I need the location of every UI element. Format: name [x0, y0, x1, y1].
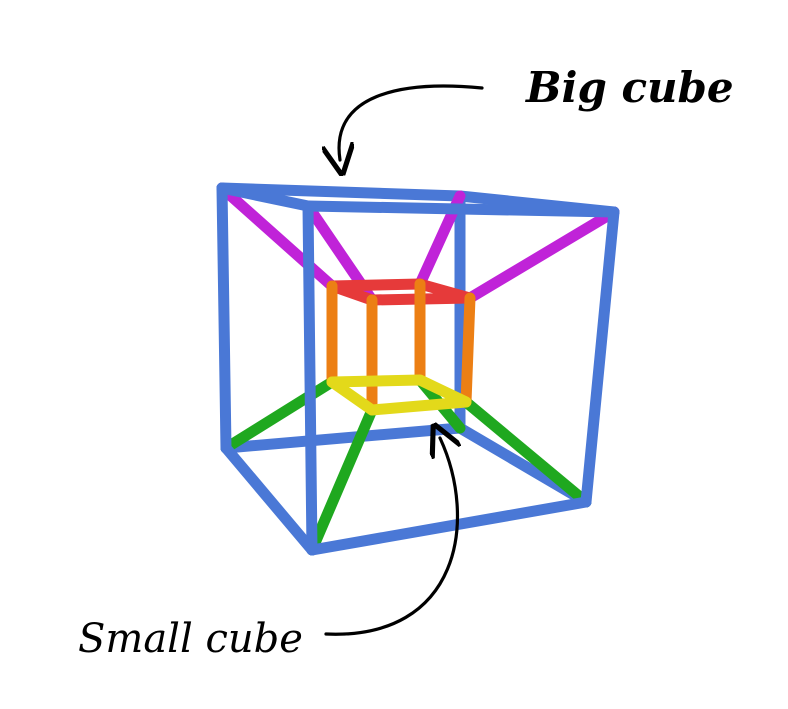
- outer-front-top-edge: [302, 200, 620, 218]
- outer-cube-front-edges: [216, 182, 620, 556]
- outer-cube-back-edges: [216, 182, 620, 508]
- outer-front-left-vertical: [302, 200, 318, 556]
- inner-vertical-front-right: [460, 292, 476, 408]
- small-cube-label: Small cube: [78, 616, 303, 662]
- inner-cube: [326, 278, 476, 416]
- inner-bottom-square: [326, 374, 472, 416]
- outer-left-top-edge: [216, 182, 314, 212]
- outer-left-bottom-edge: [220, 442, 318, 556]
- small-cube-arrow: [324, 438, 457, 636]
- inner-top-square: [326, 278, 476, 306]
- outer-back-bottom-edge: [220, 422, 466, 454]
- connector-top-front-right: [464, 206, 620, 304]
- connector-bottom-left-front: [306, 404, 378, 556]
- outer-front-bottom-edge: [306, 496, 592, 556]
- big-cube-label: Big cube: [525, 63, 734, 112]
- big-cube-arrow: [339, 84, 484, 160]
- outer-left-back-vertical: [216, 182, 232, 454]
- connector-bottom-front-right: [460, 396, 592, 508]
- outer-front-right-vertical: [580, 206, 620, 508]
- outer-back-top-edge: [216, 182, 466, 202]
